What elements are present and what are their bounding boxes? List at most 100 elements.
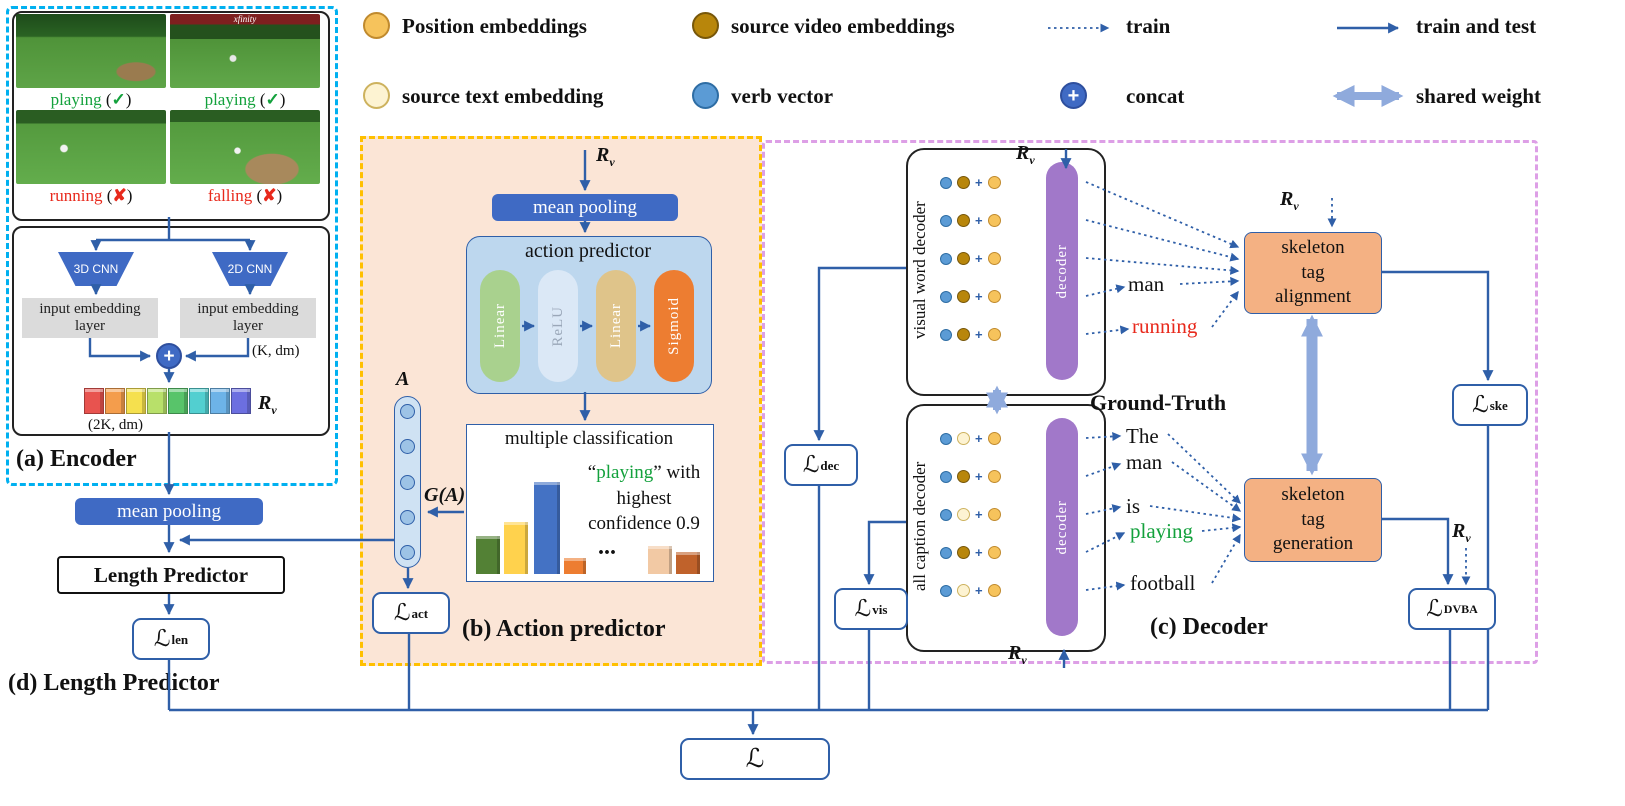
verb-vector-icon	[940, 328, 952, 341]
sigmoid-layer: Sigmoid	[654, 270, 694, 382]
concat-icon	[975, 544, 983, 562]
input-embedding-layer-right: input embedding layer	[180, 298, 316, 338]
loss-symbol: ℒ	[153, 626, 171, 651]
verb-vector-icon	[940, 432, 952, 445]
verb-vector-icon	[940, 290, 952, 303]
concat-icon	[975, 582, 983, 600]
loss-symbol: ℒ	[1426, 596, 1443, 621]
legend-train: train	[1126, 14, 1171, 38]
loss-ske-sub: ske	[1489, 397, 1508, 413]
linear-layer-1: Linear	[480, 270, 520, 382]
legend-source-video-embeddings: source video embeddings	[731, 14, 955, 38]
concat-icon	[975, 468, 983, 486]
a-vector-label: A	[396, 368, 410, 390]
paren: )	[126, 186, 133, 205]
loss-len-sub: len	[171, 631, 189, 647]
legend-verb-vector: verb vector	[731, 84, 834, 108]
cross-icon: ✘	[262, 186, 277, 205]
embedding-row	[940, 545, 1001, 560]
class-bar	[676, 552, 700, 574]
input-embedding-layer-left: input embedding layer	[22, 298, 158, 338]
paren: (	[105, 90, 112, 109]
concat-icon	[975, 174, 983, 192]
decoder-caption: (c) Decoder	[1150, 614, 1268, 640]
a-dot	[400, 404, 415, 419]
frame-2-caption: playing (✓)	[170, 90, 320, 110]
embedding-row	[940, 327, 1001, 342]
embedding-block	[84, 388, 104, 414]
position-embedding-icon	[987, 328, 1001, 341]
embedding-block	[147, 388, 167, 414]
ground-truth-label: Ground-Truth	[1090, 390, 1227, 415]
frame-3-caption: running (✘)	[16, 186, 166, 206]
position-embedding-icon	[987, 546, 1001, 559]
video-frame-3	[16, 110, 166, 184]
cross-icon: ✘	[112, 186, 127, 205]
embedding-block	[168, 388, 188, 414]
ga-label: G(A)	[424, 484, 466, 506]
class-bar	[476, 536, 500, 574]
position-embedding-icon	[987, 432, 1001, 445]
source-video-embedding-icon	[957, 214, 970, 227]
source-text-embedding-icon	[363, 82, 390, 109]
position-embedding-icon	[987, 214, 1001, 227]
rv-label-encoder: Rv	[258, 392, 277, 417]
check-icon: ✓	[265, 90, 280, 109]
output-word-wrong: running	[1132, 314, 1198, 338]
position-embedding-icon	[987, 290, 1001, 303]
total-loss-symbol: ℒ	[745, 744, 765, 773]
a-dot	[400, 439, 415, 455]
loss-symbol: ℒ	[1472, 392, 1489, 417]
legend-position-embeddings: Position embeddings	[402, 14, 587, 38]
source-text-embedding-icon	[957, 584, 970, 597]
class-bar-highest	[534, 482, 560, 574]
concat-icon	[1060, 82, 1087, 109]
frame-banner-text: xfinity	[233, 14, 257, 24]
loss-vis-sub: vis	[872, 601, 888, 617]
loss-act-sub: act	[411, 605, 429, 621]
source-video-embedding-icon	[957, 546, 970, 559]
rv-label-acd: Rv	[1008, 642, 1027, 667]
length-predictor-caption: (d) Length Predictor	[8, 670, 220, 696]
verb-vector-icon	[940, 584, 952, 597]
position-embedding-icon	[363, 12, 390, 39]
verb-vector-icon	[940, 546, 952, 559]
a-dot	[400, 509, 415, 525]
source-video-embedding-icon	[957, 290, 970, 303]
frame-1-caption: playing (✓)	[16, 90, 166, 110]
rv-label-vwd: Rv	[1016, 142, 1035, 167]
all-caption-decoder-label: all caption decoder	[910, 461, 929, 591]
paren: (	[256, 186, 263, 205]
frame-4-word: falling	[207, 186, 253, 205]
output-word: man	[1128, 272, 1165, 296]
frame-1-word: playing	[50, 90, 102, 109]
position-embedding-icon	[987, 176, 1001, 189]
a-dot	[400, 474, 415, 490]
source-text-embedding-icon	[957, 432, 970, 445]
verb-vector-icon	[940, 252, 952, 265]
embedding-block	[126, 388, 146, 414]
loss-symbol: ℒ	[393, 600, 411, 625]
source-video-embedding-icon	[957, 470, 970, 483]
k2-dm-note: (2K, dm)	[88, 417, 143, 433]
confidence-text: “playing” with highest confidence 0.9	[587, 462, 701, 535]
embedding-row	[940, 507, 1001, 522]
video-embedding-blocks	[84, 388, 252, 414]
check-icon: ✓	[111, 90, 126, 109]
concat-icon	[975, 506, 983, 524]
action-predictor-title: action predictor	[524, 240, 652, 262]
encoder-caption: (a) Encoder	[16, 446, 137, 472]
class-bar	[564, 558, 586, 574]
rv-label-action: Rv	[596, 144, 615, 169]
embedding-row	[940, 251, 1001, 266]
gt-word: football	[1130, 571, 1196, 595]
visual-decoder-pill: decoder	[1046, 162, 1078, 380]
